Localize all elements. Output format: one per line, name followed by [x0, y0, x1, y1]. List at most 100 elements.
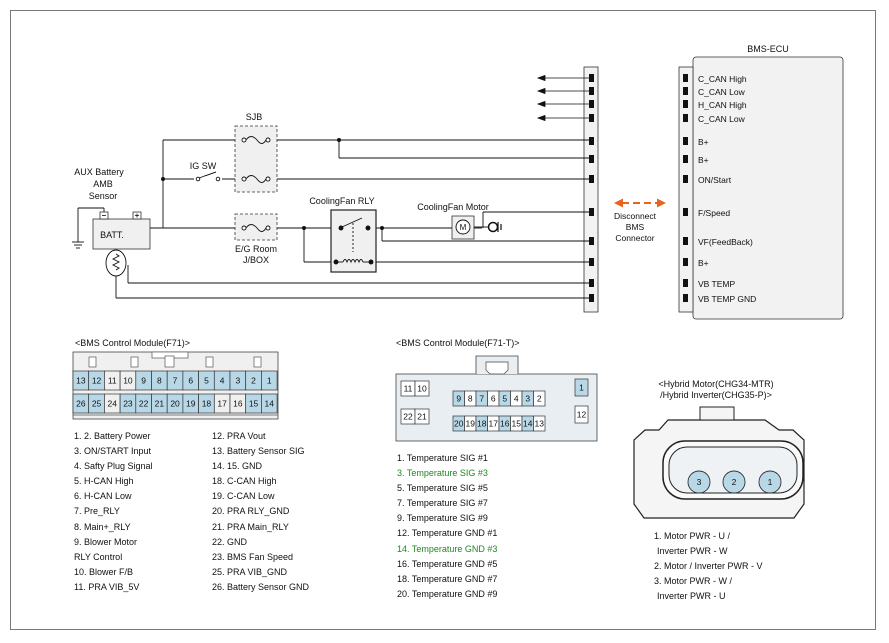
- ecu-pin-label: VB TEMP: [698, 279, 735, 289]
- legend-item: 1. Temperature SIG #1: [397, 453, 488, 463]
- f71-pin-number: 22: [139, 399, 149, 409]
- ecu-pin-label: F/Speed: [698, 208, 730, 218]
- f71-pin-number: 25: [92, 399, 102, 409]
- f71-pin-cell: [261, 370, 278, 391]
- battery-sensor-icon: [105, 249, 127, 277]
- diagram-frame: [10, 10, 876, 630]
- ecu-pin-label: H_CAN High: [698, 100, 747, 110]
- ecu-pin-label: B+: [698, 258, 709, 268]
- f71-pin-number: 18: [202, 399, 212, 409]
- f71-legend-left: 1. 2. Battery Power 3. ON/START Input 4.…: [74, 429, 153, 595]
- f71t-pin-number: 3: [525, 394, 530, 404]
- f71-pin-number: 8: [157, 376, 162, 386]
- legend-item: 23. BMS Fan Speed: [212, 551, 294, 562]
- ecu-pin-label: C_CAN High: [698, 74, 747, 84]
- legend-item: RLY Control: [74, 551, 123, 562]
- f71t-legend: 1. Temperature SIG #1 3. Temperature SIG…: [397, 451, 497, 602]
- f71-pin-number: 2: [251, 376, 256, 386]
- disconnect-label: Disconnect: [614, 211, 657, 221]
- legend-item: 3. Temperature SIG #3: [397, 468, 488, 479]
- f71t-pin-number: 20: [454, 419, 464, 429]
- f71t-pin-number: 7: [479, 394, 484, 404]
- legend-item: 25. PRA VIB_GND: [212, 566, 288, 577]
- f71-pin-number: 10: [123, 376, 133, 386]
- f71-pin-number: 26: [76, 399, 86, 409]
- ig-sw-label: IG SW: [190, 161, 217, 171]
- coolingfan-motor-label: CoolingFan Motor: [417, 202, 489, 212]
- f71t-pin-number: 18: [477, 419, 487, 429]
- f71-pin-number: 6: [188, 376, 193, 386]
- f71-pin-number: 5: [204, 376, 209, 386]
- f71t-pin-number: 12: [577, 410, 587, 420]
- legend-item: 2. Motor / Inverter PWR - V: [654, 561, 763, 572]
- legend-item: 18. Temperature GND #7: [397, 573, 498, 584]
- f71-pin-number: 3: [235, 376, 240, 386]
- legend-item: 4. Safty Plug Signal: [74, 461, 153, 472]
- legend-item: 7. Pre_RLY: [74, 506, 120, 517]
- coolingfan-rly-label: CoolingFan RLY: [309, 196, 374, 206]
- legend-item: 19. C-CAN Low: [212, 491, 275, 502]
- ecu-pin-label: B+: [698, 155, 709, 165]
- f71-pin-number: 24: [108, 399, 118, 409]
- legend-item: 3. Motor PWR - W /: [654, 576, 733, 587]
- fuse-icon: [241, 175, 271, 183]
- legend-item: 7. Temperature SIG #7: [397, 498, 488, 509]
- f71t-pin-number: 4: [514, 394, 519, 404]
- fuse-icon: [241, 136, 271, 144]
- legend-item: Inverter PWR - U: [657, 591, 726, 602]
- hybrid-pin-circle: [722, 470, 746, 494]
- ecu-pin-label: VB TEMP GND: [698, 294, 756, 304]
- f71-pin-number: 12: [92, 376, 102, 386]
- f71t-pin-number: 2: [537, 394, 542, 404]
- f71t-pin-number: 6: [491, 394, 496, 404]
- f71t-pin-number: 21: [417, 412, 427, 422]
- f71-title: <BMS Control Module(F71)>: [75, 338, 190, 348]
- f71t-pin-cell: [414, 408, 430, 425]
- f71t-pin-number: 10: [417, 384, 427, 394]
- legend-item: 10. Blower F/B: [74, 566, 134, 577]
- f71-pin-number: 4: [220, 376, 225, 386]
- coolingfan-motor-icon: [451, 215, 502, 240]
- legend-item: 3. ON/START Input: [74, 446, 152, 457]
- legend-item: 13. Battery Sensor SIG: [212, 446, 305, 457]
- f71-pin-number: 23: [123, 399, 133, 409]
- hybrid-title: /Hybrid Inverter(CHG35-P)>: [660, 390, 772, 400]
- legend-item: 16. Temperature GND #5: [397, 558, 498, 569]
- f71-pin-number: 7: [173, 376, 178, 386]
- f71-pin-number: 17: [217, 399, 227, 409]
- f71t-pin-cell: [533, 415, 546, 432]
- f71-pin-number: 14: [265, 399, 275, 409]
- sjb-box: [234, 125, 278, 193]
- ecu-pin-label: ON/Start: [698, 175, 732, 185]
- legend-item: 21. PRA Main_RLY: [212, 521, 289, 532]
- f71t-pin-number: 9: [456, 394, 461, 404]
- legend-item: 26. Battery Sensor GND: [212, 581, 310, 592]
- hybrid-connector: [633, 406, 805, 519]
- disconnect-label: Connector: [615, 233, 654, 243]
- disconnect-arrows: [614, 198, 666, 208]
- ecu-title: BMS-ECU: [747, 44, 789, 54]
- legend-item: 9. Blower Motor: [74, 536, 138, 547]
- ig-switch-contacts: [195, 171, 221, 182]
- legend-item: 12. Temperature GND #1: [397, 528, 498, 539]
- legend-item: 11. PRA VIB_5V: [74, 581, 140, 592]
- legend-item: 18. C-CAN High: [212, 476, 277, 487]
- battery-icon: [92, 211, 151, 250]
- f71t-pin-number: 16: [500, 419, 510, 429]
- f71t-pin-number: 17: [489, 419, 499, 429]
- hybrid-pin-number: 2: [732, 477, 737, 487]
- f71t-pin-cell: [414, 380, 430, 397]
- fuse-icon: [241, 224, 271, 232]
- relay-icon: [333, 217, 374, 265]
- legend-item: 5. H-CAN High: [74, 476, 134, 487]
- ecu-pin-label: VF(FeedBack): [698, 237, 753, 247]
- eg-room-label: J/BOX: [243, 255, 269, 265]
- f71-pin-cell: [261, 393, 278, 414]
- f71t-pin-cell: [574, 405, 589, 424]
- legend-item: 12. PRA Vout: [212, 431, 266, 441]
- legend-item: 22. GND: [212, 536, 248, 547]
- f71-pin-number: 16: [233, 399, 243, 409]
